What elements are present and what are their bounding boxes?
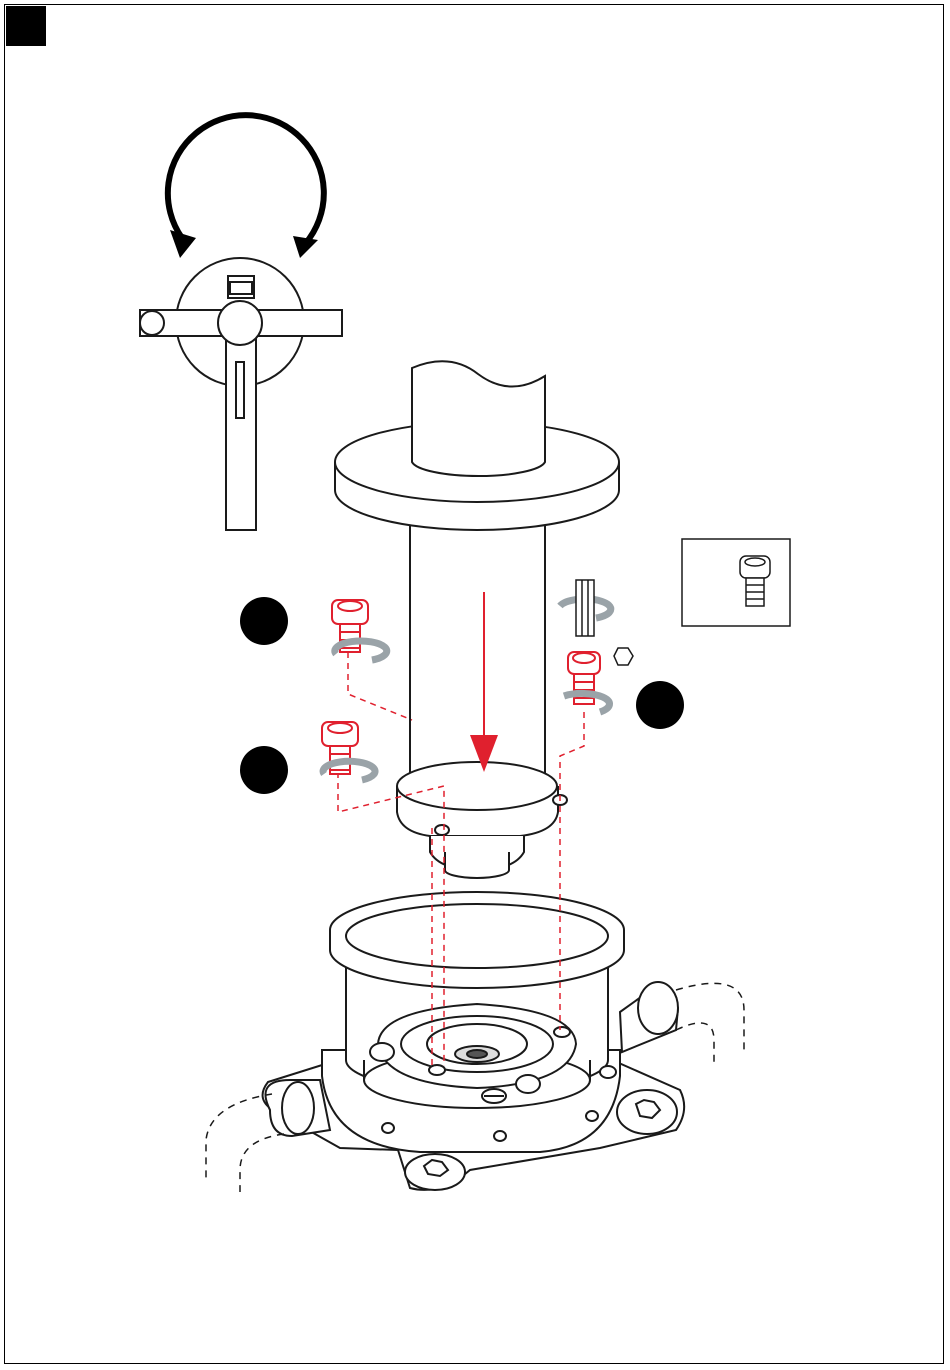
step-badge-1 (240, 597, 288, 645)
step-badge-3 (636, 681, 684, 729)
hexagon-icon (614, 648, 633, 665)
rotate-arrows-icon (168, 115, 324, 258)
handle-assembly (140, 258, 342, 530)
step-badge-2 (240, 746, 288, 794)
hex-key-icon (576, 580, 594, 636)
screw-detail-inset (682, 539, 790, 626)
valve-base (263, 892, 685, 1190)
